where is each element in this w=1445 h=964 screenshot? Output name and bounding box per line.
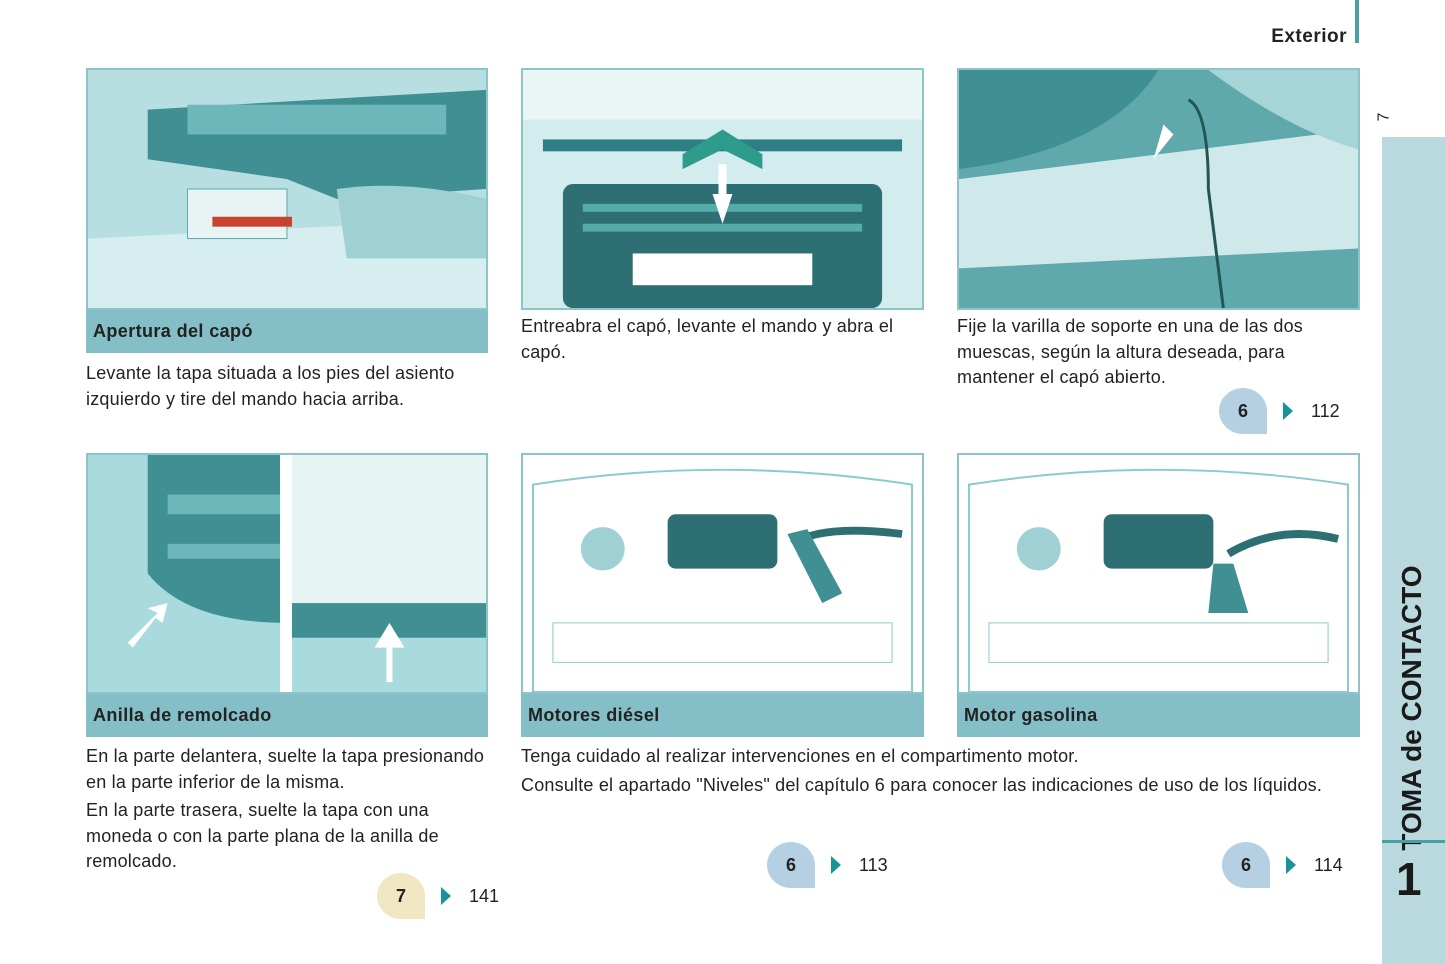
cross-reference[interactable]: 6 114 — [1222, 842, 1343, 888]
reference-page: 113 — [859, 854, 888, 875]
chapter-badge: 6 — [767, 842, 815, 888]
hood-prop-rod-image — [957, 68, 1360, 310]
text-grille: Entreabra el capó, levante el mando y ab… — [521, 314, 931, 365]
caption-petrol-engine: Motor gasolina — [957, 694, 1360, 737]
arrow-right-icon — [1283, 402, 1293, 420]
text-prop-rod: Fije la varilla de soporte en una de las… — [957, 314, 1367, 391]
caption-towing-eye: Anilla de remolcado — [86, 694, 488, 737]
text-hood-opening: Levante la tapa situada a los pies del a… — [86, 361, 496, 412]
reference-page: 112 — [1311, 400, 1340, 421]
caption-hood-opening: Apertura del capó — [86, 310, 488, 353]
cross-reference[interactable]: 7 141 — [377, 873, 499, 919]
cross-reference[interactable]: 6 113 — [767, 842, 888, 888]
cross-reference[interactable]: 6 112 — [1219, 388, 1340, 434]
caption-diesel-engines: Motores diésel — [521, 694, 924, 737]
section-title: Exterior — [1271, 26, 1347, 47]
paragraph: Entreabra el capó, levante el mando y ab… — [521, 316, 894, 362]
text-towing-eye: En la parte delantera, suelte la tapa pr… — [86, 744, 496, 875]
diesel-engine-image — [521, 453, 924, 694]
chapter-number: 1 — [1396, 853, 1422, 905]
paragraph: Levante la tapa situada a los pies del a… — [86, 363, 455, 409]
text-engine-compartment: Tenga cuidado al realizar intervenciones… — [521, 744, 1361, 798]
chapter-tab: TOMA de CONTACTO 1 — [1382, 137, 1445, 964]
header-divider — [1355, 0, 1359, 43]
petrol-engine-image — [957, 453, 1360, 694]
paragraph: En la parte delantera, suelte la tapa pr… — [86, 746, 485, 792]
arrow-right-icon — [831, 856, 841, 874]
chapter-badge: 6 — [1222, 842, 1270, 888]
towing-eye-image — [86, 453, 488, 694]
hood-release-lever-image — [86, 68, 488, 310]
paragraph: En la parte trasera, suelte la tapa con … — [86, 800, 439, 871]
paragraph: Tenga cuidado al realizar intervenciones… — [521, 746, 1079, 766]
arrow-right-icon — [441, 887, 451, 905]
chapter-badge: 6 — [1219, 388, 1267, 434]
front-grille-image — [521, 68, 924, 310]
paragraph: Consulte el apartado "Niveles" del capít… — [521, 774, 1323, 795]
page-number: 7 — [1375, 112, 1393, 122]
paragraph: Fije la varilla de soporte en una de las… — [957, 316, 1304, 387]
arrow-right-icon — [1286, 856, 1296, 874]
reference-page: 141 — [469, 885, 500, 906]
reference-page: 114 — [1314, 854, 1343, 875]
chapter-badge: 7 — [377, 873, 425, 919]
chapter-divider — [1382, 840, 1445, 843]
